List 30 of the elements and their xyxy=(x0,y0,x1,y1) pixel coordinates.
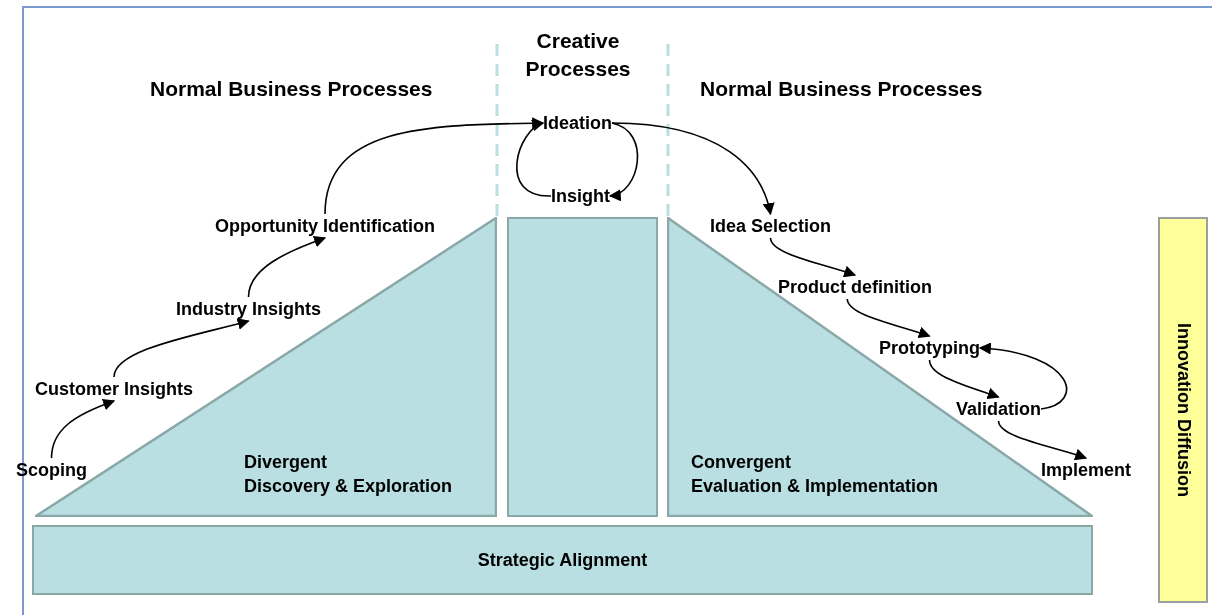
arrow xyxy=(516,121,552,197)
column-box xyxy=(507,217,658,517)
side-bar: Innovation Diffusion xyxy=(1158,217,1208,603)
section-heading: Normal Business Processes xyxy=(700,76,983,102)
step-text: Ideation xyxy=(543,111,612,135)
step-text: Idea Selection xyxy=(710,214,832,238)
arrow xyxy=(611,122,774,216)
arrow xyxy=(997,420,1088,461)
arrow xyxy=(978,343,1068,410)
step-text: Implement xyxy=(1041,458,1132,482)
arrow xyxy=(608,122,639,200)
shape-label: Divergent Discovery & Exploration xyxy=(244,451,453,498)
alignment-bar: Strategic Alignment xyxy=(32,525,1093,595)
shape-label: Convergent Evaluation & Implementation xyxy=(691,451,939,498)
step-text: Opportunity Identification xyxy=(215,214,435,238)
section-heading: Creative Processes xyxy=(524,28,632,82)
step-text: Prototyping xyxy=(879,336,980,360)
step-text: Product definition xyxy=(778,275,932,299)
section-heading: Normal Business Processes xyxy=(150,76,433,102)
arrow xyxy=(769,237,857,278)
arrow xyxy=(846,298,931,339)
step-text: Validation xyxy=(956,397,1042,421)
step-text: Insight xyxy=(551,184,610,208)
step-text: Scoping xyxy=(16,458,87,482)
arrow xyxy=(113,318,250,378)
arrow xyxy=(247,236,327,298)
step-text: Industry Insights xyxy=(176,297,321,321)
arrow xyxy=(50,399,116,459)
step-text: Customer Insights xyxy=(35,377,194,401)
arrow xyxy=(928,359,1000,400)
